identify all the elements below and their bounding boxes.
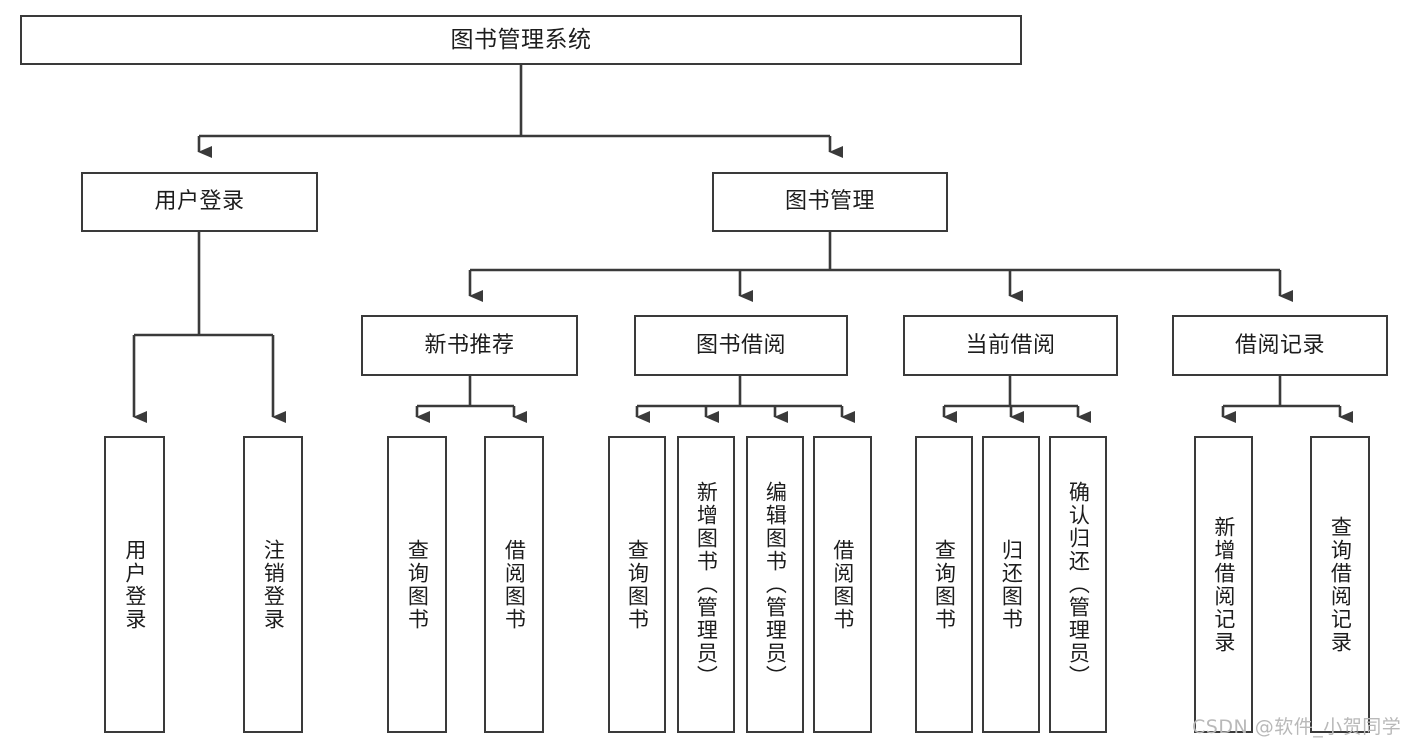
node-new-book-rec-label: 新书推荐 bbox=[424, 332, 515, 358]
leaf-query-book-3-label: 查询图书 bbox=[932, 538, 957, 631]
leaf-confirm-return[interactable]: 确认归还（管理员） bbox=[1049, 436, 1107, 733]
node-user-login[interactable]: 用户登录 bbox=[81, 172, 318, 232]
node-new-book-rec[interactable]: 新书推荐 bbox=[361, 315, 578, 376]
leaf-add-book-label: 新增图书（管理员） bbox=[694, 481, 719, 688]
leaf-return-book-label: 归还图书 bbox=[999, 538, 1024, 631]
leaf-query-record[interactable]: 查询借阅记录 bbox=[1310, 436, 1370, 733]
leaf-edit-book-label: 编辑图书（管理员） bbox=[763, 481, 788, 688]
watermark: CSDN @软件_小贺同学 bbox=[1192, 716, 1402, 738]
node-current-borrow[interactable]: 当前借阅 bbox=[903, 315, 1118, 376]
node-root[interactable]: 图书管理系统 bbox=[20, 15, 1022, 65]
leaf-query-book-3[interactable]: 查询图书 bbox=[915, 436, 973, 733]
leaf-borrow-book-2-label: 借阅图书 bbox=[830, 538, 855, 631]
leaf-borrow-book-2[interactable]: 借阅图书 bbox=[813, 436, 872, 733]
leaf-query-book-2[interactable]: 查询图书 bbox=[608, 436, 666, 733]
leaf-query-book-1[interactable]: 查询图书 bbox=[387, 436, 447, 733]
leaf-user-login-label: 用户登录 bbox=[122, 538, 147, 631]
node-book-borrow-label: 图书借阅 bbox=[695, 332, 786, 358]
node-book-borrow[interactable]: 图书借阅 bbox=[634, 315, 848, 376]
leaf-confirm-return-label: 确认归还（管理员） bbox=[1066, 481, 1091, 688]
leaf-user-logout-label: 注销登录 bbox=[261, 538, 286, 631]
node-book-manage[interactable]: 图书管理 bbox=[712, 172, 948, 232]
leaf-user-login[interactable]: 用户登录 bbox=[104, 436, 165, 733]
leaf-user-logout[interactable]: 注销登录 bbox=[243, 436, 303, 733]
leaf-add-record-label: 新增借阅记录 bbox=[1211, 515, 1236, 654]
leaf-query-book-1-label: 查询图书 bbox=[405, 538, 430, 631]
node-current-borrow-label: 当前借阅 bbox=[965, 332, 1056, 358]
leaf-add-book[interactable]: 新增图书（管理员） bbox=[677, 436, 735, 733]
leaf-add-record[interactable]: 新增借阅记录 bbox=[1194, 436, 1253, 733]
leaf-query-book-2-label: 查询图书 bbox=[625, 538, 650, 631]
node-borrow-record-label: 借阅记录 bbox=[1234, 332, 1325, 358]
leaf-edit-book[interactable]: 编辑图书（管理员） bbox=[746, 436, 804, 733]
node-book-manage-label: 图书管理 bbox=[784, 189, 875, 214]
node-root-label: 图书管理系统 bbox=[450, 26, 592, 53]
leaf-borrow-book-1[interactable]: 借阅图书 bbox=[484, 436, 544, 733]
leaf-borrow-book-1-label: 借阅图书 bbox=[502, 538, 527, 631]
leaf-return-book[interactable]: 归还图书 bbox=[982, 436, 1040, 733]
leaf-query-record-label: 查询借阅记录 bbox=[1328, 515, 1353, 654]
node-user-login-label: 用户登录 bbox=[154, 189, 245, 214]
node-borrow-record[interactable]: 借阅记录 bbox=[1172, 315, 1388, 376]
